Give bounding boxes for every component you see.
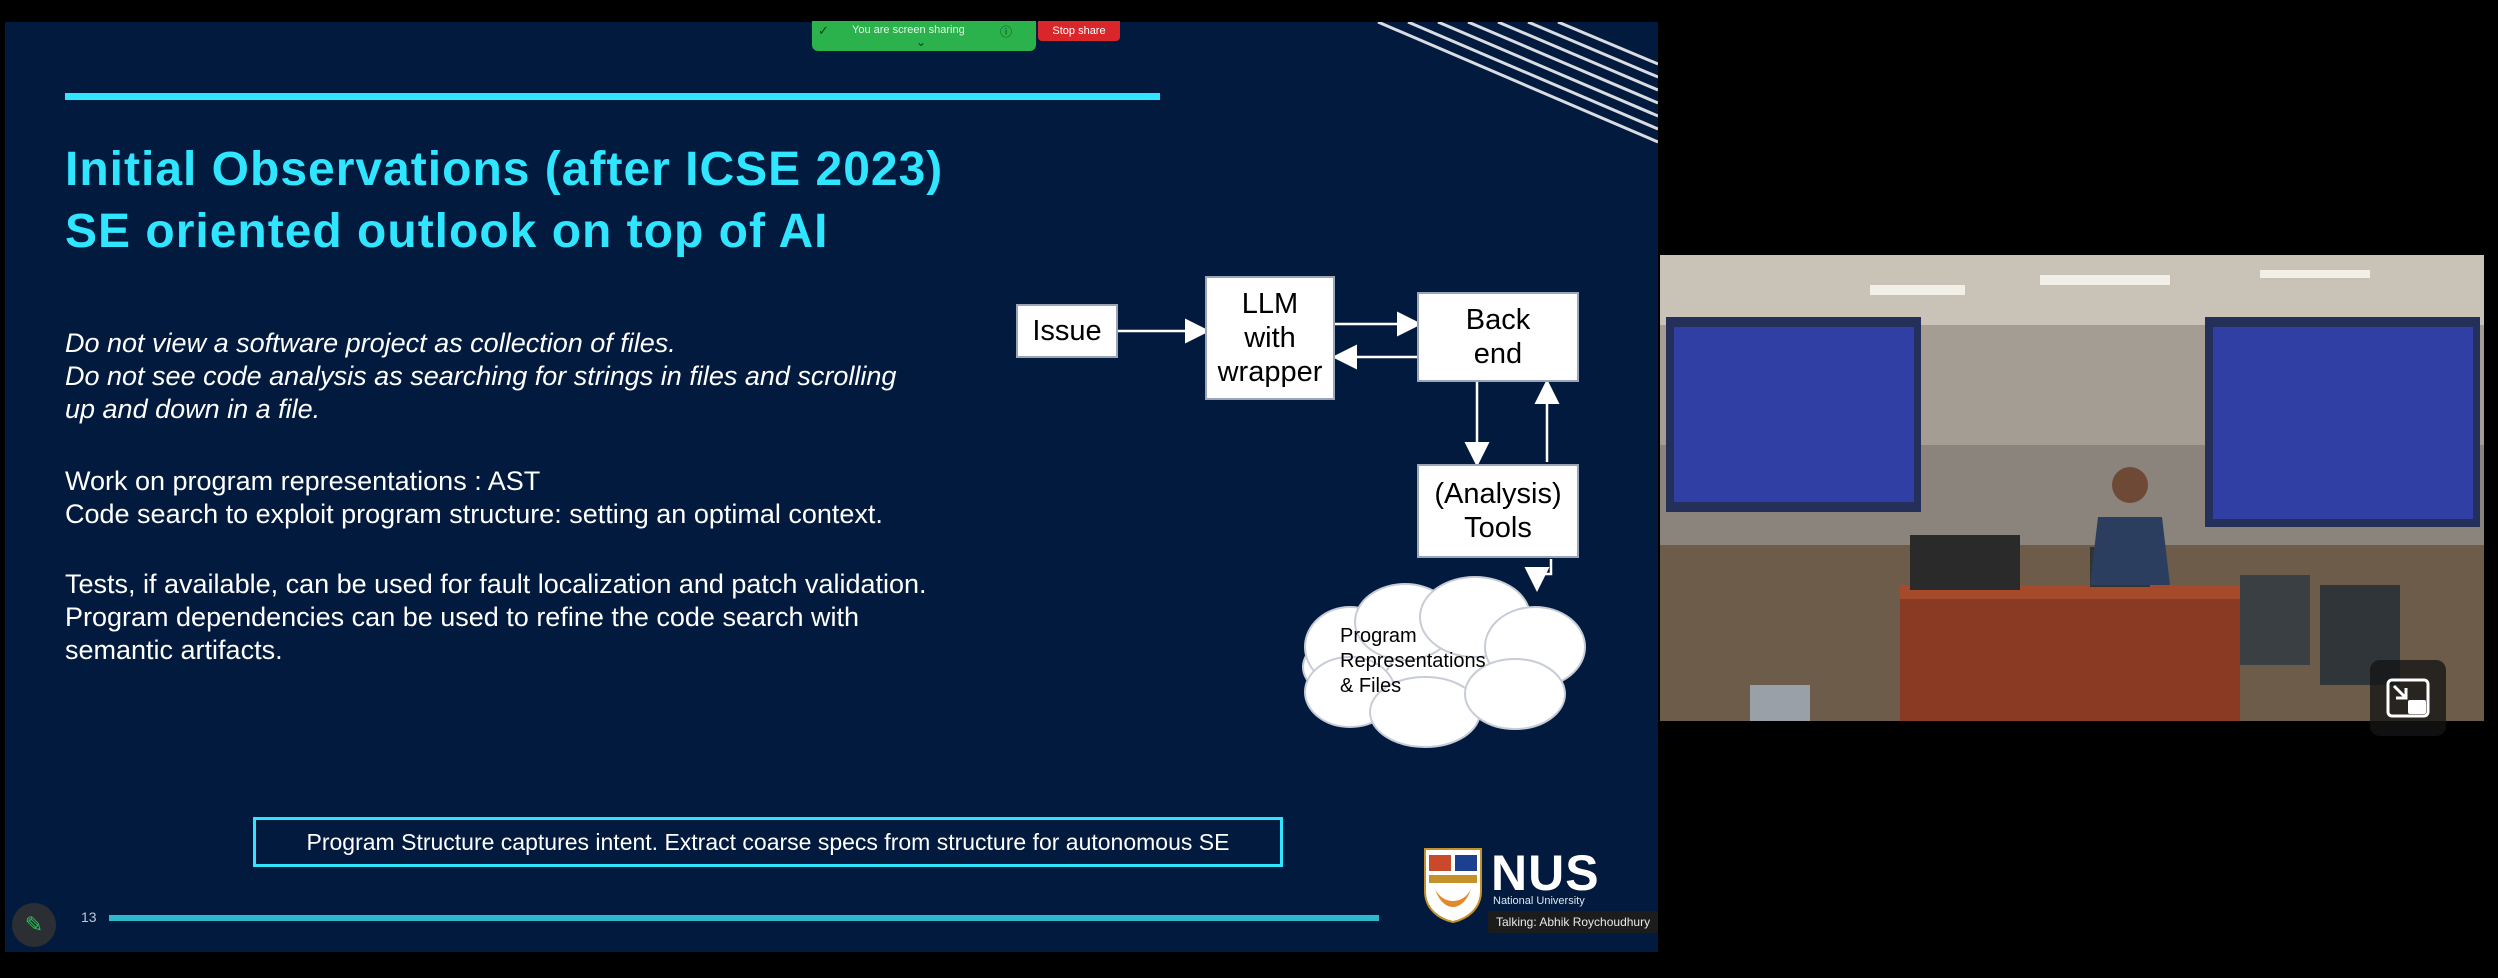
nus-logo-text: NUS [1491, 845, 1600, 901]
text-line: semantic artifacts. [65, 635, 283, 665]
page-number: 13 [81, 909, 97, 925]
exit-pip-button[interactable] [2370, 660, 2446, 736]
decorative-stripes [1377, 22, 1658, 144]
llm-wrapper-box: LLM with wrapper [1205, 276, 1335, 400]
cloud-line: Representations [1340, 650, 1486, 672]
footer-rule [109, 915, 1379, 921]
slide-title-line1: Initial Observations (after ICSE 2023) [65, 143, 944, 196]
text-line: Do not see code analysis as searching fo… [65, 361, 897, 391]
paragraph-tests: Tests, if available, can be used for fau… [65, 568, 927, 667]
tools-label: (Analysis) [1434, 478, 1562, 510]
tools-box: (Analysis) Tools [1417, 464, 1579, 558]
talking-indicator: Talking: Abhik Roychoudhury [1488, 911, 1659, 933]
llm-label: wrapper [1217, 356, 1323, 388]
backend-label: Back [1465, 304, 1531, 336]
title-rule [65, 93, 1160, 100]
tools-label: Tools [1464, 512, 1532, 544]
lecture-hall-scene [1660, 255, 2484, 721]
paragraph-representations: Work on program representations : AST Co… [65, 465, 883, 531]
info-icon[interactable]: ⓘ [1000, 25, 1013, 39]
slide-title-line2: SE oriented outlook on top of AI [65, 205, 829, 258]
speaker-video [1660, 255, 2484, 721]
presentation-slide: Initial Observations (after ICSE 2023) S… [5, 22, 1658, 952]
backend-label: end [1473, 338, 1523, 370]
cloud-label: Program Representations & Files [1340, 624, 1486, 699]
key-message-box: Program Structure captures intent. Extra… [253, 817, 1283, 867]
stop-share-label: Stop share [1052, 25, 1106, 37]
nus-shield-icon [1424, 848, 1482, 923]
stop-share-button[interactable]: Stop share [1038, 21, 1120, 41]
cloud-line: & Files [1340, 675, 1402, 697]
cloud-line: Program [1340, 625, 1417, 647]
text-line: Work on program representations : AST [65, 466, 541, 496]
text-line: Do not view a software project as collec… [65, 328, 676, 358]
pencil-icon[interactable]: ✎ [12, 903, 56, 947]
llm-label: LLM [1241, 288, 1299, 320]
backend-box: Back end [1417, 292, 1579, 382]
issue-label: Issue [1032, 315, 1102, 347]
chevron-down-icon[interactable]: ⌄ [916, 35, 927, 49]
text-line: up and down in a file. [65, 394, 321, 424]
issue-box: Issue [1016, 304, 1118, 358]
screen-share-bar[interactable]: ✓ You are screen sharing ⓘ ⌄ [812, 21, 1036, 51]
share-message: You are screen sharing [852, 24, 965, 36]
pin-icon[interactable]: ✓ [818, 23, 829, 38]
nus-logo-subtitle: National University [1493, 895, 1585, 907]
exit-pip-icon [2386, 678, 2430, 718]
text-line: Program dependencies can be used to refi… [65, 602, 859, 632]
paragraph-files: Do not view a software project as collec… [65, 327, 896, 426]
llm-label: with [1244, 322, 1296, 354]
text-line: Code search to exploit program structure… [65, 499, 883, 529]
text-line: Tests, if available, can be used for fau… [65, 569, 927, 599]
